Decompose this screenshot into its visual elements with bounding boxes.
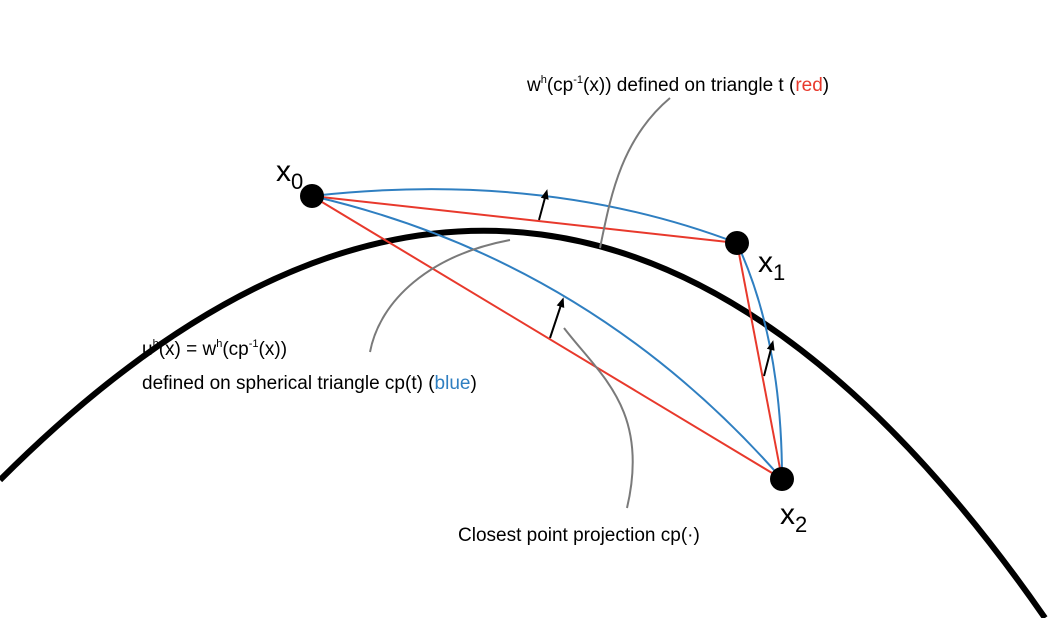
blue-keyword: blue	[435, 373, 471, 394]
uh-annotation-line2: defined on spherical triangle cp(t) (blu…	[142, 373, 477, 394]
red-keyword: red	[795, 75, 822, 96]
cp-annotation: Closest point projection cp(·)	[458, 525, 700, 546]
blue-arc-x0-x2	[311, 195, 783, 480]
uh-annotation-line1: uh(x) = wh(cp-1(x))	[142, 338, 287, 360]
vertex-x1-dot	[725, 231, 749, 255]
red-edge-x0-x2	[311, 195, 783, 480]
projection-arrow-middle	[549, 297, 565, 339]
red-edge-x1-x2	[736, 242, 783, 480]
flat-triangle-red	[311, 195, 783, 480]
leader-lines	[369, 97, 671, 509]
vertex-x0-label: x0	[276, 155, 303, 194]
leader-line-cp	[563, 327, 634, 509]
sphere-boundary-arc	[0, 227, 1048, 618]
vertex-x2-dot	[770, 467, 794, 491]
vertex-x2-label: x2	[780, 498, 807, 537]
wh-annotation: wh(cp-1(x)) defined on triangle t (red)	[526, 74, 829, 96]
projection-arrow-top	[538, 189, 549, 221]
leader-line-uh	[369, 239, 511, 353]
blue-arc-x0-x1	[311, 188, 738, 244]
projection-arrows	[538, 189, 775, 377]
leader-line-wh	[599, 97, 671, 249]
vertex-x0-dot	[300, 184, 324, 208]
vertex-x1-label: x1	[758, 246, 785, 285]
red-edge-x0-x1	[311, 195, 738, 244]
projection-arrow-right	[763, 340, 775, 377]
